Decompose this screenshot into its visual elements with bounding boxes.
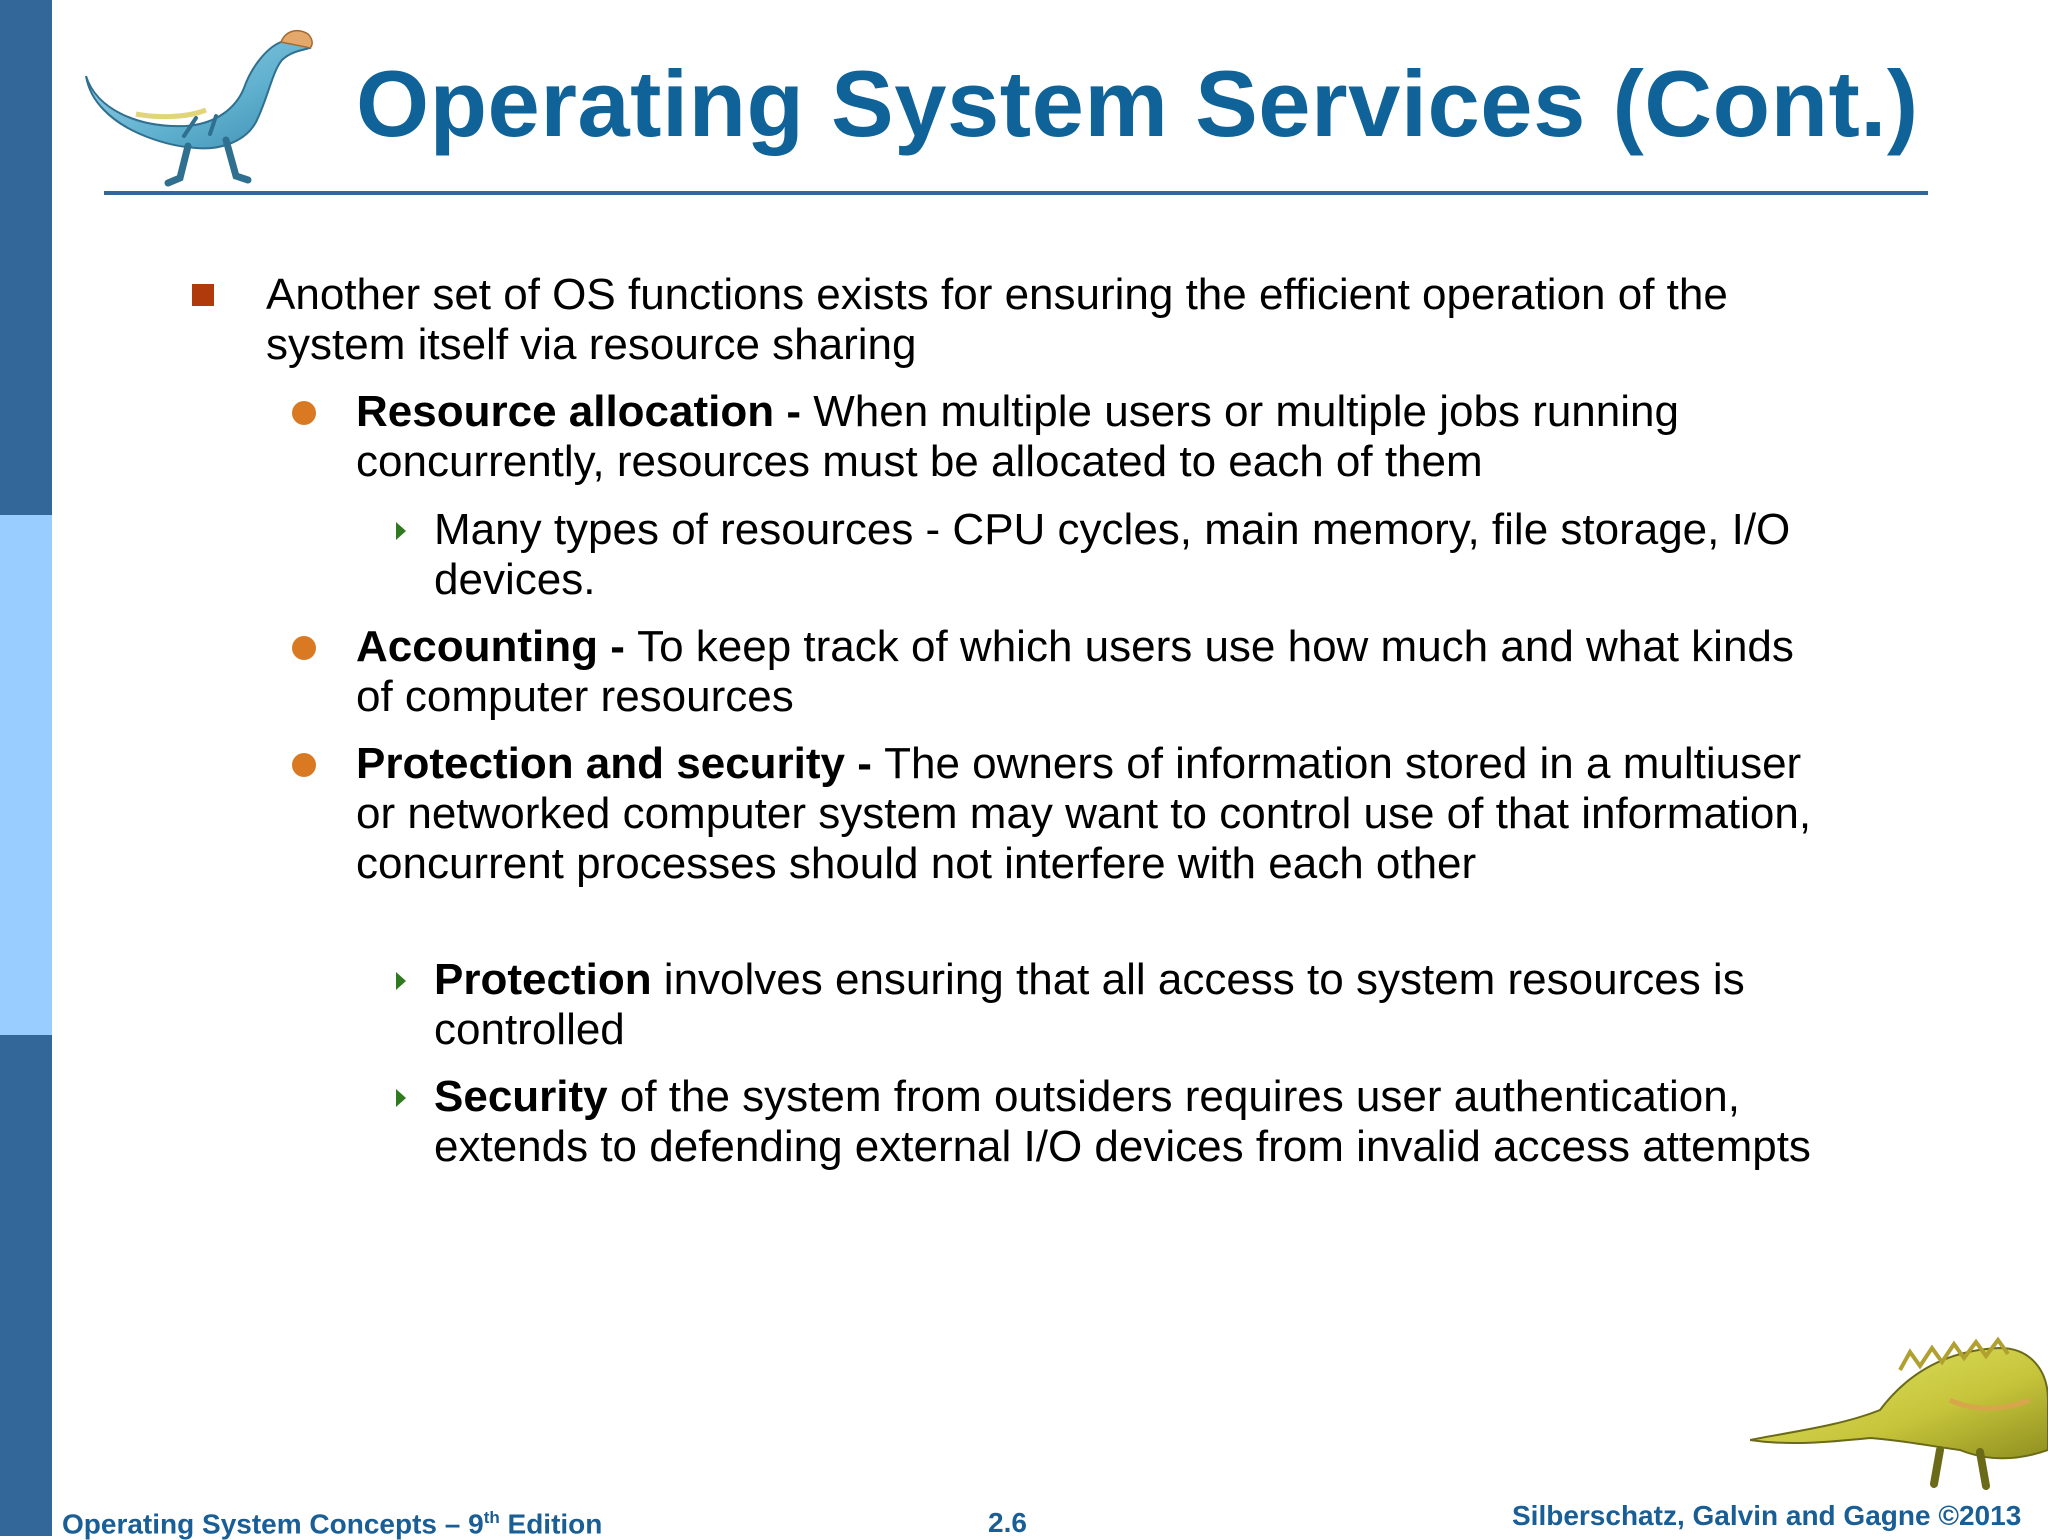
triangle-bullet-icon [396,1089,406,1107]
square-bullet-icon [192,284,214,306]
round-bullet-icon [292,753,316,777]
footer-page-number: 2.6 [988,1507,1027,1538]
round-bullet-icon [292,401,316,425]
bullet-text: Resource allocation - When multiple user… [356,387,1679,486]
sidebar-band-bottom [0,1035,52,1536]
bullet-item-level2: Protection and security - The owners of … [292,739,1836,889]
bullet-item-level3: Protection involves ensuring that all ac… [396,955,1864,1055]
page-title: Operating System Services (Cont.) [356,51,1919,156]
bullet-item-level3: Security of the system from outsiders re… [396,1072,1864,1172]
footer-book-title: Operating System Concepts – 9th Edition [62,1508,603,1540]
bullet-text: Many types of resources - CPU cycles, ma… [434,505,1791,604]
sidebar-band-middle [0,515,52,1035]
title-divider [104,191,1928,195]
bullet-text: Protection involves ensuring that all ac… [434,955,1745,1054]
triangle-bullet-icon [396,522,406,540]
footer-authors: Silberschatz, Galvin and Gagne ©2013 [1512,1500,2022,1531]
triangle-bullet-icon [396,972,406,990]
bullet-item-level1: Another set of OS functions exists for e… [192,270,1846,370]
bullet-item-level2: Accounting - To keep track of which user… [292,622,1836,722]
sidebar-band-top [0,0,52,515]
dinosaur-icon [85,29,313,187]
bullet-text: Another set of OS functions exists for e… [266,270,1728,369]
bullet-item-level3: Many types of resources - CPU cycles, ma… [396,505,1864,605]
bullet-text: Protection and security - The owners of … [356,739,1812,888]
bullet-text: Security of the system from outsiders re… [434,1072,1811,1171]
round-bullet-icon [292,636,316,660]
dinosaur-icon [1750,1336,2048,1490]
bullet-item-level2: Resource allocation - When multiple user… [292,387,1836,487]
bullet-text: Accounting - To keep track of which user… [356,622,1794,721]
